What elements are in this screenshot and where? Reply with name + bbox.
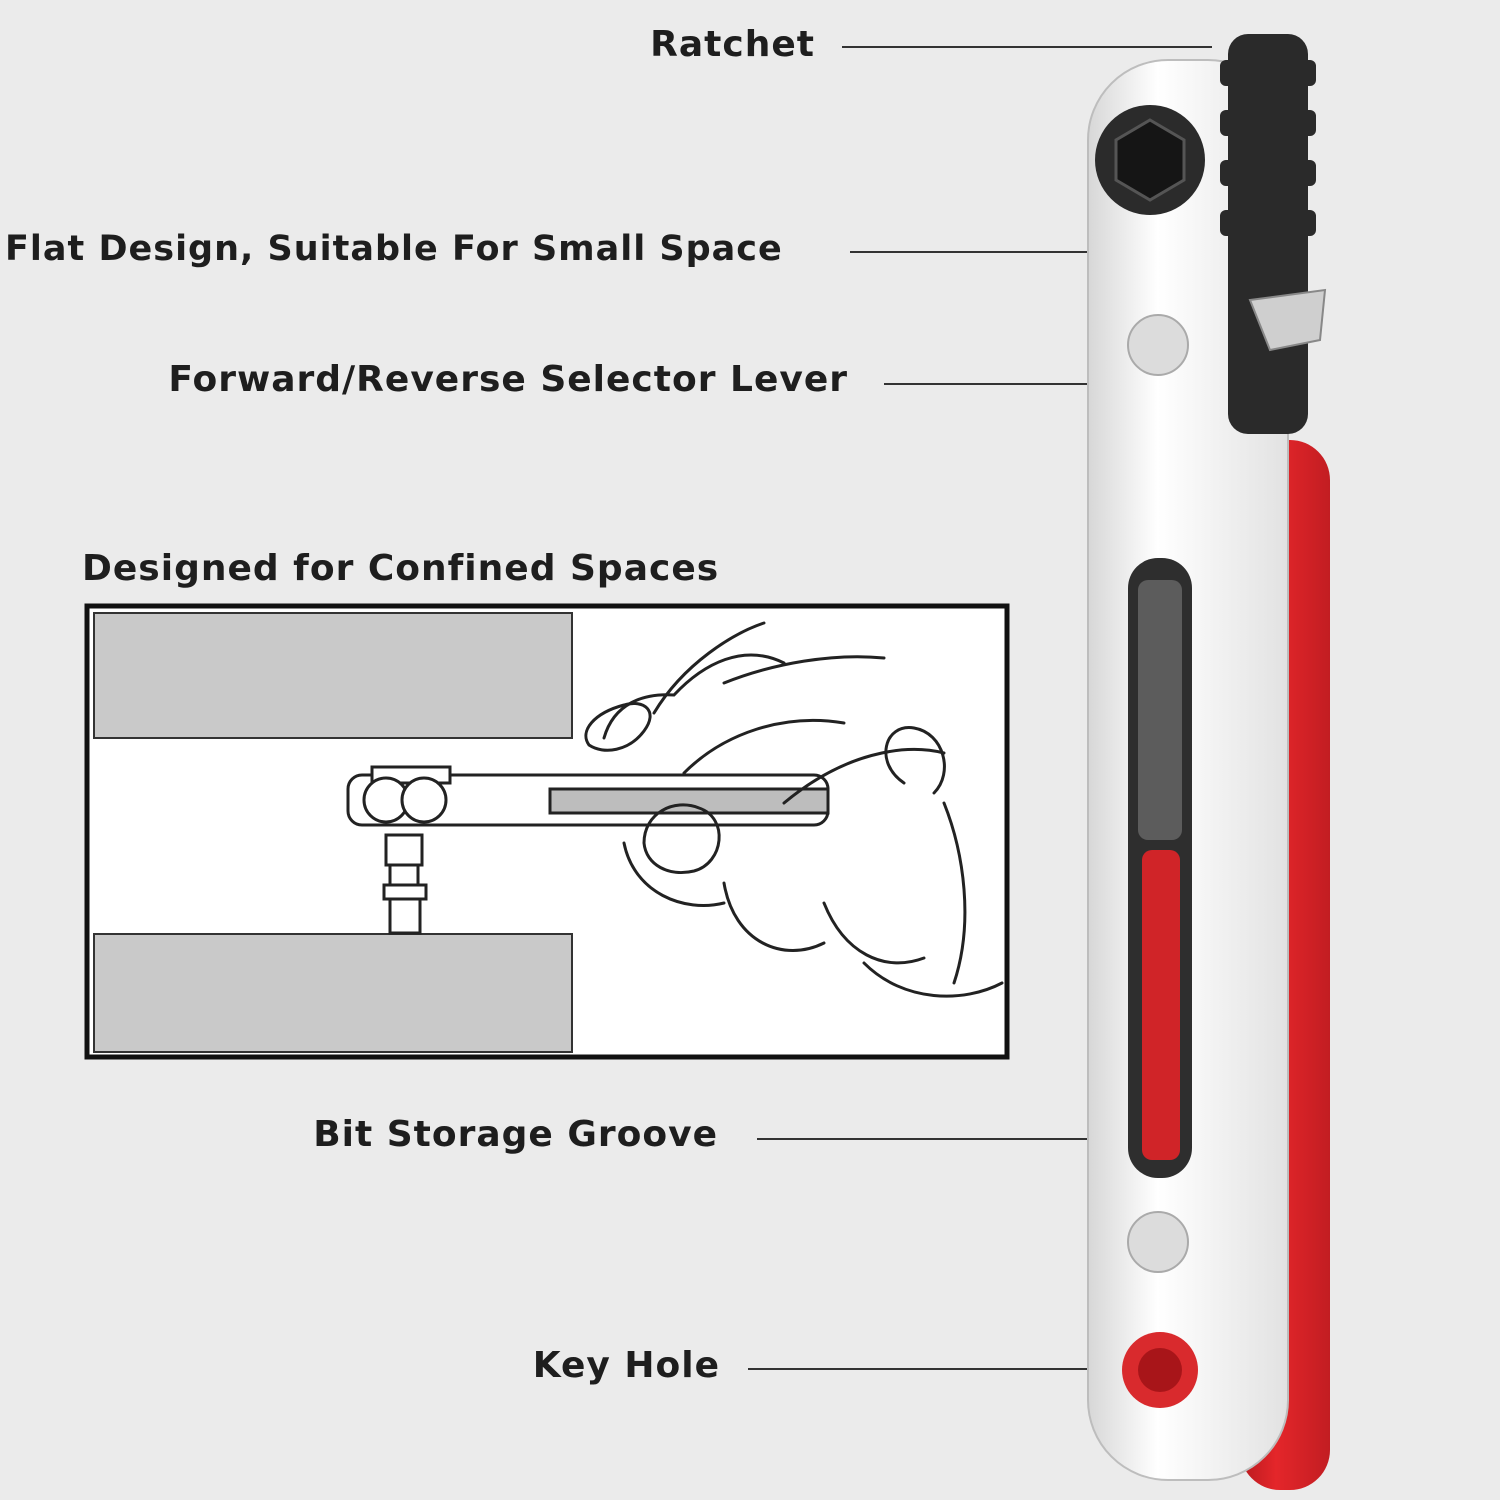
ratchet-wrench-product <box>1087 34 1330 1490</box>
wrench-drawing <box>346 765 830 827</box>
leader-line-ratchet <box>842 46 1212 48</box>
rivet-top <box>1127 314 1189 376</box>
label-bit-storage-groove: Bit Storage Groove <box>313 1114 718 1155</box>
selector-lever <box>1248 288 1327 352</box>
leader-line-flat-design <box>850 251 1240 253</box>
leader-line-bit-storage <box>757 1138 1147 1140</box>
confined-space-illustration <box>84 603 1010 1060</box>
label-selector-lever: Forward/Reverse Selector Lever <box>168 359 848 400</box>
leader-line-selector-lever <box>884 383 1274 385</box>
label-key-hole: Key Hole <box>532 1345 720 1386</box>
bolt-drawing <box>382 833 428 935</box>
hand-drawing <box>584 621 1004 998</box>
label-ratchet: Ratchet <box>650 24 815 65</box>
leader-line-key-hole <box>748 1368 1138 1370</box>
upper-panel <box>93 612 573 739</box>
lower-panel <box>93 933 573 1053</box>
ratchet-gear <box>1220 34 1316 434</box>
rivet-bottom <box>1127 1211 1189 1273</box>
label-flat-design: Flat Design, Suitable For Small Space <box>5 229 783 269</box>
label-confined-spaces: Designed for Confined Spaces <box>82 548 720 589</box>
